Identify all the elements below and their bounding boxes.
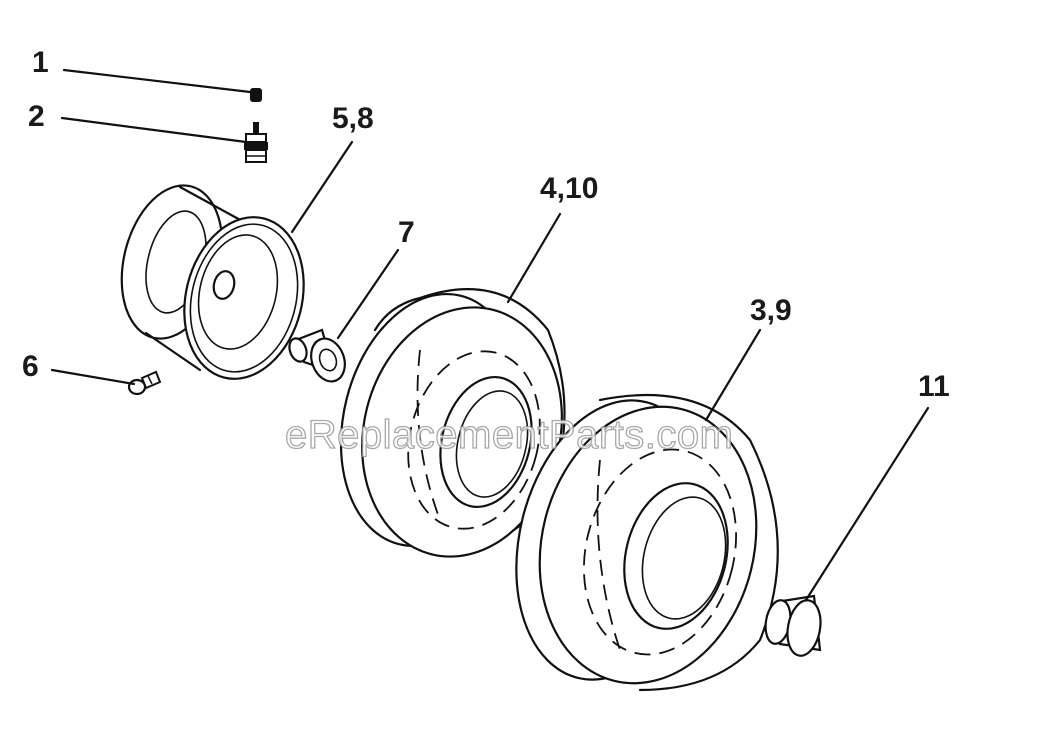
callout-11: 11 — [918, 370, 950, 403]
callout-7: 7 — [398, 216, 415, 249]
leader-line-6 — [50, 368, 136, 386]
callout-4-10: 4,10 — [540, 172, 598, 205]
callout-2: 2 — [28, 100, 45, 133]
callout-5-8: 5,8 — [332, 102, 374, 135]
valve-stem-part — [244, 122, 268, 163]
valve-cap-part — [250, 88, 262, 102]
bushing-part — [288, 328, 346, 383]
front-tire-part — [339, 288, 566, 558]
hub-cap-part — [764, 594, 822, 657]
callout-6: 6 — [22, 350, 39, 383]
leader-line-2 — [60, 116, 248, 144]
leader-line-7 — [336, 248, 400, 340]
leader-lines — [50, 68, 930, 602]
callout-labels: 1 2 5,8 7 4,10 6 3,9 11 — [22, 46, 950, 403]
watermark-text: eReplacementParts.com — [285, 413, 733, 457]
leader-line-5-8 — [290, 140, 354, 234]
leader-line-4-10 — [506, 212, 562, 304]
wheel-rim-part — [120, 184, 305, 380]
leader-line-11 — [804, 406, 930, 602]
leader-line-1 — [62, 68, 252, 94]
callout-3-9: 3,9 — [750, 294, 792, 327]
rear-tire-part — [515, 394, 779, 692]
callout-1: 1 — [32, 46, 49, 79]
leader-line-3-9 — [704, 328, 762, 422]
